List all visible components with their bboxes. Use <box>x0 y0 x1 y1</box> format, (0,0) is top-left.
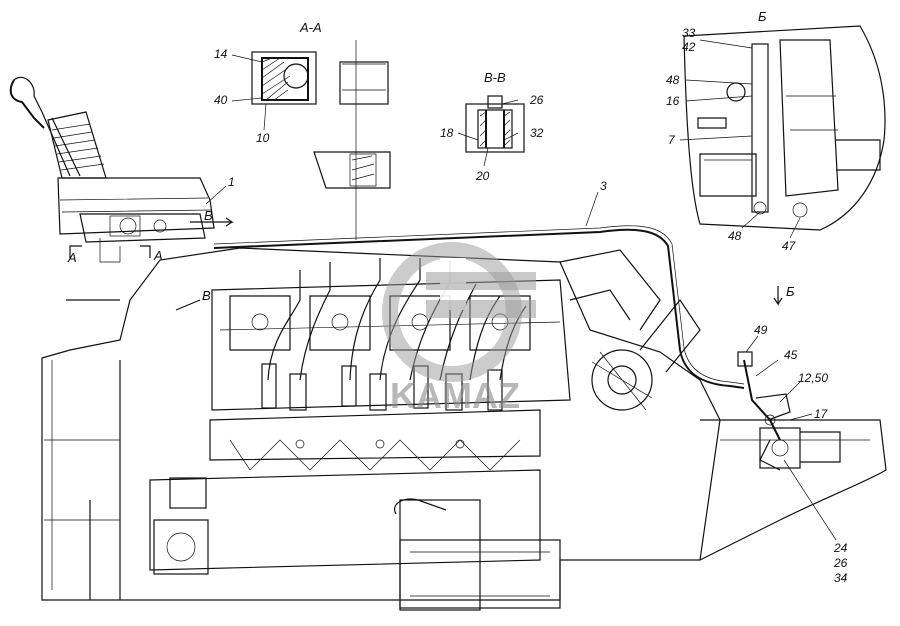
starter-motor <box>394 498 561 611</box>
section-title-a-a: А-А <box>299 20 322 35</box>
callout-33: 33 <box>682 26 696 40</box>
callout-10: 10 <box>256 131 270 145</box>
section-marker-arrows <box>66 217 783 311</box>
gear-lever <box>9 76 81 177</box>
watermark-text: KAMAZ <box>390 375 520 416</box>
fan-bracket <box>559 249 661 331</box>
callout-16: 16 <box>666 94 680 108</box>
marker-a-left: А <box>67 250 77 265</box>
rocker-cover <box>209 409 541 471</box>
callout-1: 1 <box>228 175 235 189</box>
marker-b-lower: В <box>202 288 211 303</box>
control-lever-linkage <box>737 351 791 471</box>
callout-45: 45 <box>784 348 798 362</box>
callout-12-50: 12,50 <box>798 371 828 385</box>
callout-42: 42 <box>682 40 696 54</box>
marker-b-upper: В <box>204 208 213 223</box>
callout-26-lower: 26 <box>833 556 848 570</box>
marker-arrow-b: Б <box>786 284 795 299</box>
callout-47: 47 <box>782 239 797 253</box>
callout-17: 17 <box>814 407 829 421</box>
callout-20: 20 <box>475 169 490 183</box>
watermark-logo <box>382 242 536 382</box>
gear-shift-housing <box>57 177 215 263</box>
view-title-b: Б <box>758 9 767 24</box>
section-a-a <box>251 40 391 240</box>
callout-40: 40 <box>214 93 228 107</box>
callout-49: 49 <box>754 323 768 337</box>
callout-32: 32 <box>530 126 544 140</box>
turbocharger <box>591 298 701 411</box>
callout-34: 34 <box>834 571 848 585</box>
marker-a-right: А <box>153 248 163 263</box>
callout-26: 26 <box>529 93 544 107</box>
section-title-b-b: В-В <box>484 70 506 85</box>
callout-14: 14 <box>214 47 228 61</box>
leader-lines <box>205 39 837 541</box>
view-b-inset <box>683 25 886 231</box>
callout-48-upper: 48 <box>666 73 680 87</box>
callout-18: 18 <box>440 126 454 140</box>
callout-24: 24 <box>833 541 848 555</box>
section-b-b <box>465 95 525 153</box>
gear-shift-rod <box>213 225 745 389</box>
callout-7: 7 <box>668 133 676 147</box>
callout-48-lower: 48 <box>728 229 742 243</box>
intake-manifold <box>149 469 541 575</box>
transmission-housing <box>699 419 887 561</box>
callout-3: 3 <box>600 179 607 193</box>
engine-outline <box>41 247 721 601</box>
